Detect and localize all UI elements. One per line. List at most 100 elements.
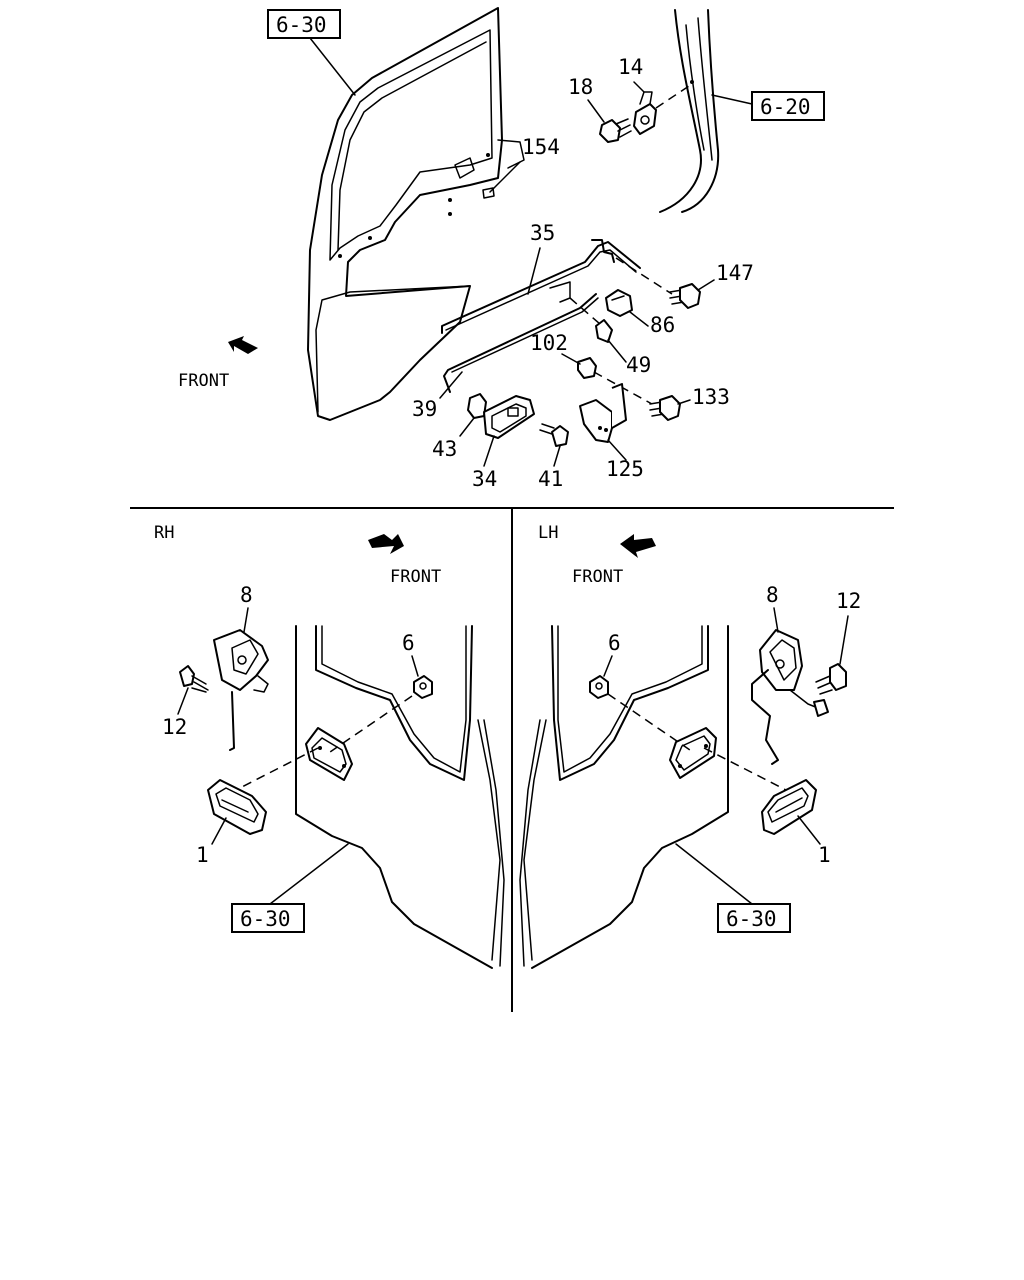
- leader-line: [439, 371, 463, 399]
- leader-line: [587, 99, 605, 123]
- rh-door-window: [315, 625, 473, 781]
- rh-handle-recess: [305, 727, 353, 781]
- handle-1-lh[interactable]: [761, 779, 817, 835]
- assembly-line: [655, 83, 693, 109]
- latch-8-lh[interactable]: [751, 629, 829, 765]
- assembly-line: [235, 747, 319, 791]
- callout-8-rh: 8: [240, 583, 253, 607]
- leader-line: [607, 339, 627, 363]
- arrow-icon: [620, 534, 656, 558]
- callout-43: 43: [432, 437, 457, 461]
- ref-pillar-label: 6-20: [760, 95, 811, 119]
- ref-box-door-lh[interactable]: 6-30: [717, 903, 791, 933]
- door-lock-slot: [454, 157, 475, 179]
- handle-bezel-34[interactable]: [483, 395, 535, 439]
- ref-box-door-top[interactable]: 6-30: [267, 9, 341, 39]
- callout-147: 147: [716, 261, 754, 285]
- lh-door-edge-2: [519, 719, 541, 967]
- ref-door-label-lh: 6-30: [726, 907, 777, 931]
- callout-154: 154: [522, 135, 560, 159]
- callout-86: 86: [650, 313, 675, 337]
- ref-box-door-rh[interactable]: 6-30: [231, 903, 305, 933]
- front-arrow-rh: [368, 534, 404, 554]
- front-label-rh: FRONT: [390, 567, 441, 587]
- pillar-edge-2: [697, 17, 713, 161]
- leader-line: [603, 655, 613, 677]
- door-window-edge: [337, 41, 487, 251]
- rod-35[interactable]: [441, 241, 641, 334]
- rod-39-inner: [451, 297, 599, 373]
- clip-49[interactable]: [595, 319, 613, 343]
- assembly-line: [615, 257, 673, 295]
- pillar-edge: [685, 24, 705, 151]
- ref-door-label: 6-30: [276, 13, 327, 37]
- rh-hole: [342, 764, 346, 768]
- rh-hole: [318, 746, 322, 750]
- callout-102: 102: [530, 331, 568, 355]
- assembly-line: [329, 695, 413, 753]
- leader-line: [459, 417, 475, 437]
- nut-6-lh[interactable]: [589, 675, 609, 699]
- top-door-assembly: 6-30 6-20 18 14 154: [178, 7, 825, 491]
- bolt-147[interactable]: [669, 283, 701, 309]
- callout-39: 39: [412, 397, 437, 421]
- lh-hole: [704, 744, 708, 748]
- screw-12-lh[interactable]: [815, 663, 847, 695]
- screw-41[interactable]: [539, 423, 569, 447]
- front-arrow-top: [228, 336, 258, 354]
- leader-line: [309, 37, 356, 96]
- rh-side-label: RH: [154, 523, 174, 543]
- lh-door-edge: [523, 719, 547, 961]
- leader-line: [561, 353, 581, 365]
- leader-line: [211, 817, 227, 845]
- rod-39[interactable]: [443, 293, 597, 393]
- clip-86[interactable]: [605, 289, 633, 317]
- nut-102[interactable]: [577, 357, 597, 379]
- leader-line: [677, 399, 691, 405]
- leader-line: [629, 311, 649, 327]
- rod-clip: [549, 281, 571, 303]
- ref-box-pillar[interactable]: 6-20: [751, 91, 825, 121]
- callout-49: 49: [626, 353, 651, 377]
- assembly-line: [569, 297, 601, 325]
- callout-35: 35: [530, 221, 555, 245]
- callout-125: 125: [606, 457, 644, 481]
- latch-8-rh[interactable]: [213, 629, 269, 751]
- assembly-line: [607, 693, 691, 751]
- callout-41: 41: [538, 467, 563, 491]
- callout-1-lh: 1: [818, 843, 831, 867]
- rh-door-edge-2: [483, 719, 505, 967]
- leader-line: [269, 843, 349, 905]
- lh-handle-recess-inner: [675, 735, 711, 771]
- handle-1-rh[interactable]: [207, 779, 267, 835]
- striker-14[interactable]: [633, 91, 657, 135]
- door-hole: [448, 198, 452, 202]
- lh-door-panel: [531, 625, 729, 969]
- rod-35-inner: [445, 249, 637, 331]
- callout-6-rh: 6: [402, 631, 415, 655]
- door-hole: [368, 236, 372, 240]
- screw-12-rh[interactable]: [179, 665, 209, 693]
- leader-line: [839, 615, 849, 665]
- callout-12-lh: 12: [836, 589, 861, 613]
- bracket-125[interactable]: [579, 383, 627, 443]
- pillar-outline-2: [681, 9, 720, 213]
- rh-panel: RH FRONT 6-30 8: [154, 523, 505, 969]
- door-hole: [338, 254, 342, 258]
- callout-8-lh: 8: [766, 583, 779, 607]
- door-hole: [448, 212, 452, 216]
- bolt-18[interactable]: [599, 118, 632, 143]
- leader-line: [243, 607, 249, 633]
- nut-6-rh[interactable]: [413, 675, 433, 699]
- leader-line: [697, 279, 715, 291]
- callout-1-rh: 1: [196, 843, 209, 867]
- lh-handle-recess: [669, 727, 717, 779]
- rod-bracket: [591, 239, 615, 263]
- bolt-133[interactable]: [649, 395, 681, 421]
- callout-12-rh: 12: [162, 715, 187, 739]
- door-inner-frame: [329, 29, 493, 261]
- lh-door-window: [551, 625, 709, 781]
- leader-line: [527, 247, 541, 295]
